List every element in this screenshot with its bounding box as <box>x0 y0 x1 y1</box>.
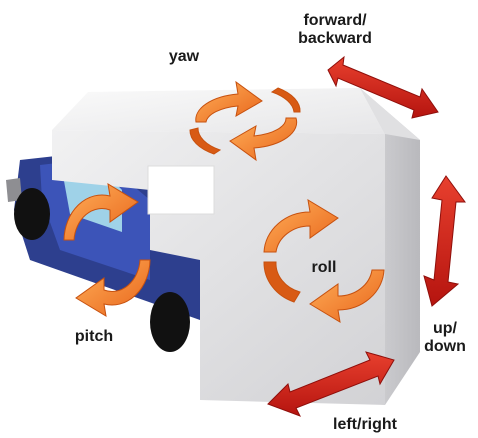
yaw-rotation-arrow <box>189 80 301 162</box>
roll-label: roll <box>311 259 337 276</box>
vehicle-wheel-rear <box>150 292 190 352</box>
up-down-label-line1: up/ <box>433 320 457 337</box>
up-down-label-line2: down <box>424 338 466 355</box>
pitch-rotation-arrow <box>63 183 151 317</box>
forward-backward-label-line1: forward/ <box>303 12 367 29</box>
yaw-label: yaw <box>168 48 200 65</box>
box-front-face <box>52 130 385 405</box>
left-right-arrow <box>267 351 395 417</box>
roll-rotation-arrow <box>263 199 385 323</box>
forward-backward-arrow <box>327 55 439 119</box>
vehicle-bumper <box>6 178 22 202</box>
pitch-label: pitch <box>74 328 114 345</box>
forward-backward-label-line2: backward <box>298 30 372 47</box>
vehicle-wheel-front <box>14 188 50 240</box>
up-down-arrow <box>423 175 466 307</box>
box-window <box>147 165 215 215</box>
cargo-box <box>52 88 420 405</box>
up-down-label: up/ down <box>414 320 476 356</box>
box-side-face <box>360 88 420 405</box>
left-right-label: left/right <box>333 416 397 433</box>
forward-backward-label: forward/ backward <box>284 12 386 48</box>
box-side-face-shade <box>360 88 420 140</box>
